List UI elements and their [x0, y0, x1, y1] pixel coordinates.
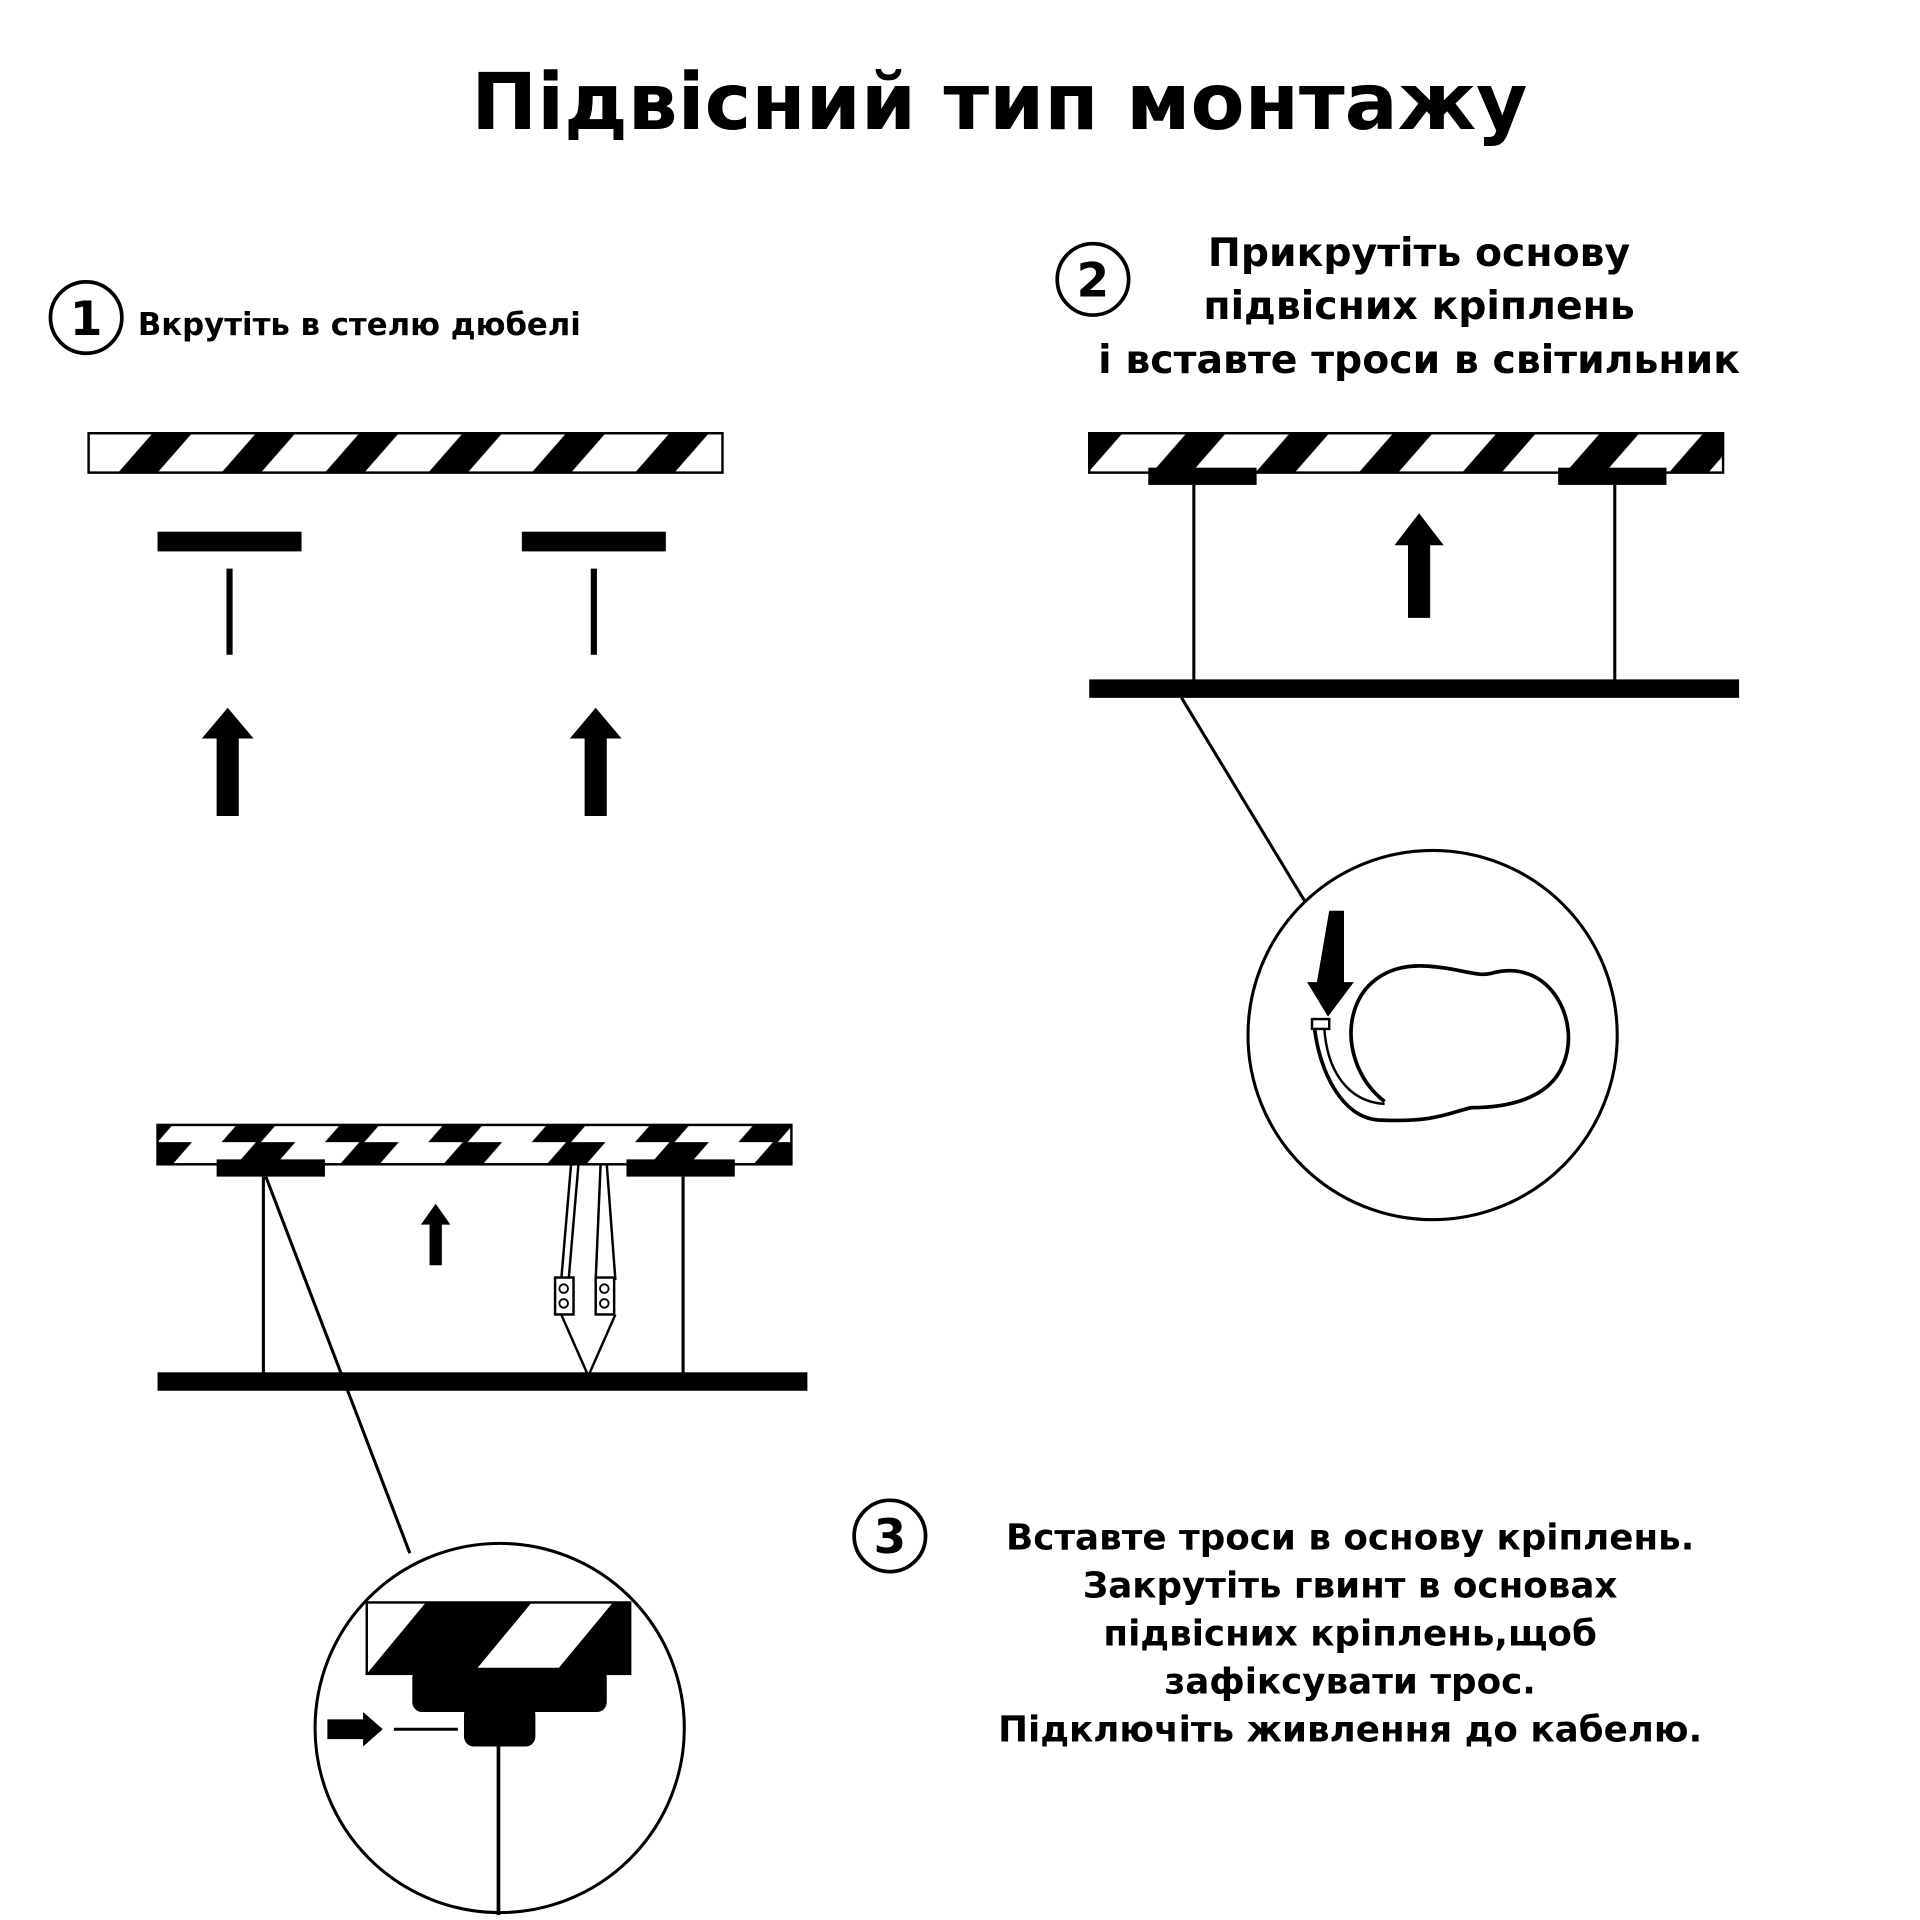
detail-magnifier-circle — [1246, 848, 1619, 1222]
connector-hole — [558, 1298, 569, 1309]
ceiling-stripe — [366, 1602, 532, 1674]
arrow-up-icon — [420, 1203, 451, 1266]
arrow-right-icon — [327, 1712, 383, 1747]
step-1-number-badge — [48, 280, 124, 356]
arrow-up-icon — [569, 707, 622, 816]
step-3-number: 3 — [874, 1511, 907, 1565]
callout-line — [264, 1176, 412, 1554]
ceiling-icon — [1088, 432, 1725, 474]
dowel-shaft — [590, 568, 597, 655]
step-2-number: 2 — [1077, 255, 1110, 309]
step-1: 1 Вкрутіть в стелю дюбелі — [48, 280, 724, 816]
callout-line — [1180, 697, 1306, 902]
connector-hole — [558, 1283, 569, 1294]
step-1-text: Вкрутіть в стелю дюбелі — [138, 307, 581, 343]
screw-icon — [464, 1704, 536, 1747]
coiled-cable-icon — [1312, 964, 1571, 1123]
step-2-text-line-1: Прикрутіть основу — [1208, 230, 1630, 276]
dowel-icon — [157, 531, 302, 552]
step-3-diagram — [156, 1123, 808, 1916]
ceiling-icon — [156, 1123, 793, 1166]
connector-hole — [599, 1298, 610, 1309]
step-3-text-line-2: Закрутіть гвинт в основах — [1083, 1566, 1618, 1607]
step-3-text-line-4: зафіксувати трос. — [1164, 1662, 1535, 1703]
wire-bundle — [560, 1313, 617, 1380]
step-2-number-badge — [1055, 241, 1131, 317]
step-3-text-line-5: Підключіть живлення до кабелю. — [998, 1710, 1702, 1751]
mount-base-detail-icon — [412, 1667, 607, 1712]
connector-icon — [594, 1276, 616, 1316]
step-1-number: 1 — [70, 293, 103, 347]
power-wires-icon — [560, 1164, 617, 1281]
luminaire-panel-icon — [157, 1372, 808, 1391]
mount-base-icon — [626, 1159, 735, 1177]
step-2: 2 Прикрутіть основу підвісних кріплень і… — [1055, 230, 1740, 1222]
step-3-text-line-1: Вставте троси в основу кріплень. — [1006, 1518, 1694, 1559]
mount-base-icon — [1558, 467, 1667, 485]
arrow-down-icon — [1307, 910, 1354, 1017]
cable-tip-icon — [1310, 1017, 1331, 1031]
ceiling-stripe — [553, 1602, 631, 1674]
dowel-shaft — [226, 568, 233, 655]
connector-icon — [553, 1276, 575, 1316]
step-3-number-badge — [852, 1498, 928, 1574]
step-2-text-line-3: і вставте троси в світильник — [1098, 337, 1740, 383]
mount-base-icon — [1148, 467, 1257, 485]
step-3-text-line-3: підвісних кріплень,щоб — [1103, 1614, 1596, 1655]
mount-base-icon — [216, 1159, 325, 1177]
ceiling-icon — [87, 432, 724, 474]
arrow-up-icon — [201, 707, 254, 816]
step-3: 3 Вставте троси в основу кріплень. Закру… — [852, 1498, 1702, 1751]
cable-end — [1323, 1027, 1385, 1106]
page-title: Підвісний тип монтажу — [471, 56, 1527, 148]
dowel-icon — [521, 531, 666, 552]
arrow-up-icon — [1394, 513, 1444, 618]
step-2-text-line-2: підвісних кріплень — [1203, 283, 1634, 329]
luminaire-panel-icon — [1089, 679, 1740, 698]
connector-hole — [599, 1283, 610, 1294]
